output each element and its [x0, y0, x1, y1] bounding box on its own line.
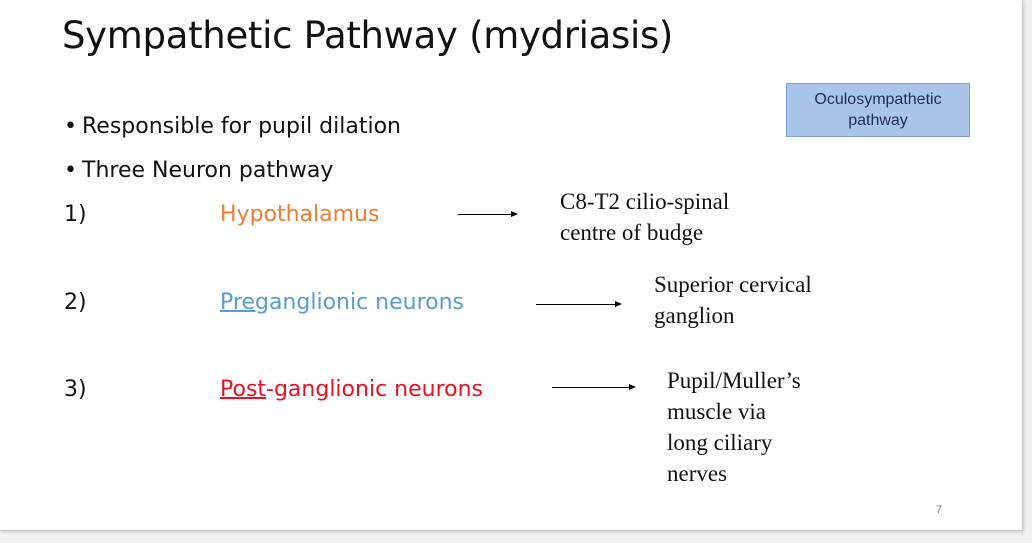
target-line: muscle via — [667, 399, 766, 424]
page-number: 7 — [936, 504, 943, 516]
step-target: C8-T2 cilio-spinal centre of budge — [560, 186, 729, 248]
step-number: 1) — [64, 202, 87, 227]
step-label-underlined: Preg — [220, 290, 269, 315]
arrow-right-icon — [458, 210, 518, 220]
step-label-preganglionic: Preganglionic neurons — [220, 290, 464, 315]
arrow-right-icon — [536, 300, 622, 310]
target-line: centre of budge — [560, 220, 704, 245]
target-line: ganglion — [654, 303, 735, 328]
target-line: Pupil/Muller’s — [667, 368, 801, 393]
slide-title: Sympathetic Pathway (mydriasis) — [62, 14, 674, 57]
arrow-right-icon — [552, 383, 636, 393]
step-label-rest: -ganglionic neurons — [266, 377, 484, 402]
step-label-postganglionic: Post-ganglionic neurons — [220, 377, 483, 402]
step-target: Pupil/Muller’s muscle via long ciliary n… — [667, 365, 801, 489]
callout-line: pathway — [848, 112, 908, 129]
step-label-rest: anglionic neurons — [268, 290, 465, 315]
step-target: Superior cervical ganglion — [654, 269, 812, 331]
target-line: long ciliary — [667, 430, 773, 455]
slide[interactable]: Sympathetic Pathway (mydriasis) Oculosym… — [0, 0, 1023, 531]
bullet-dot-icon: • — [64, 158, 77, 183]
step-number: 3) — [64, 377, 87, 402]
target-line: C8-T2 cilio-spinal — [560, 189, 730, 214]
step-label-hypothalamus: Hypothalamus — [220, 202, 380, 227]
bullet-dot-icon: • — [64, 114, 77, 139]
step-label-underlined: Post — [220, 377, 267, 402]
target-line: nerves — [667, 461, 728, 486]
bullet-item: •Responsible for pupil dilation — [64, 114, 401, 139]
bullet-text: Three Neuron pathway — [82, 158, 334, 183]
bullet-item: •Three Neuron pathway — [64, 158, 333, 183]
callout-box: Oculosympathetic pathway — [786, 83, 970, 137]
callout-line: Oculosympathetic — [814, 91, 942, 108]
bullet-text: Responsible for pupil dilation — [82, 114, 401, 139]
target-line: Superior cervical — [654, 272, 812, 297]
step-number: 2) — [64, 290, 87, 315]
